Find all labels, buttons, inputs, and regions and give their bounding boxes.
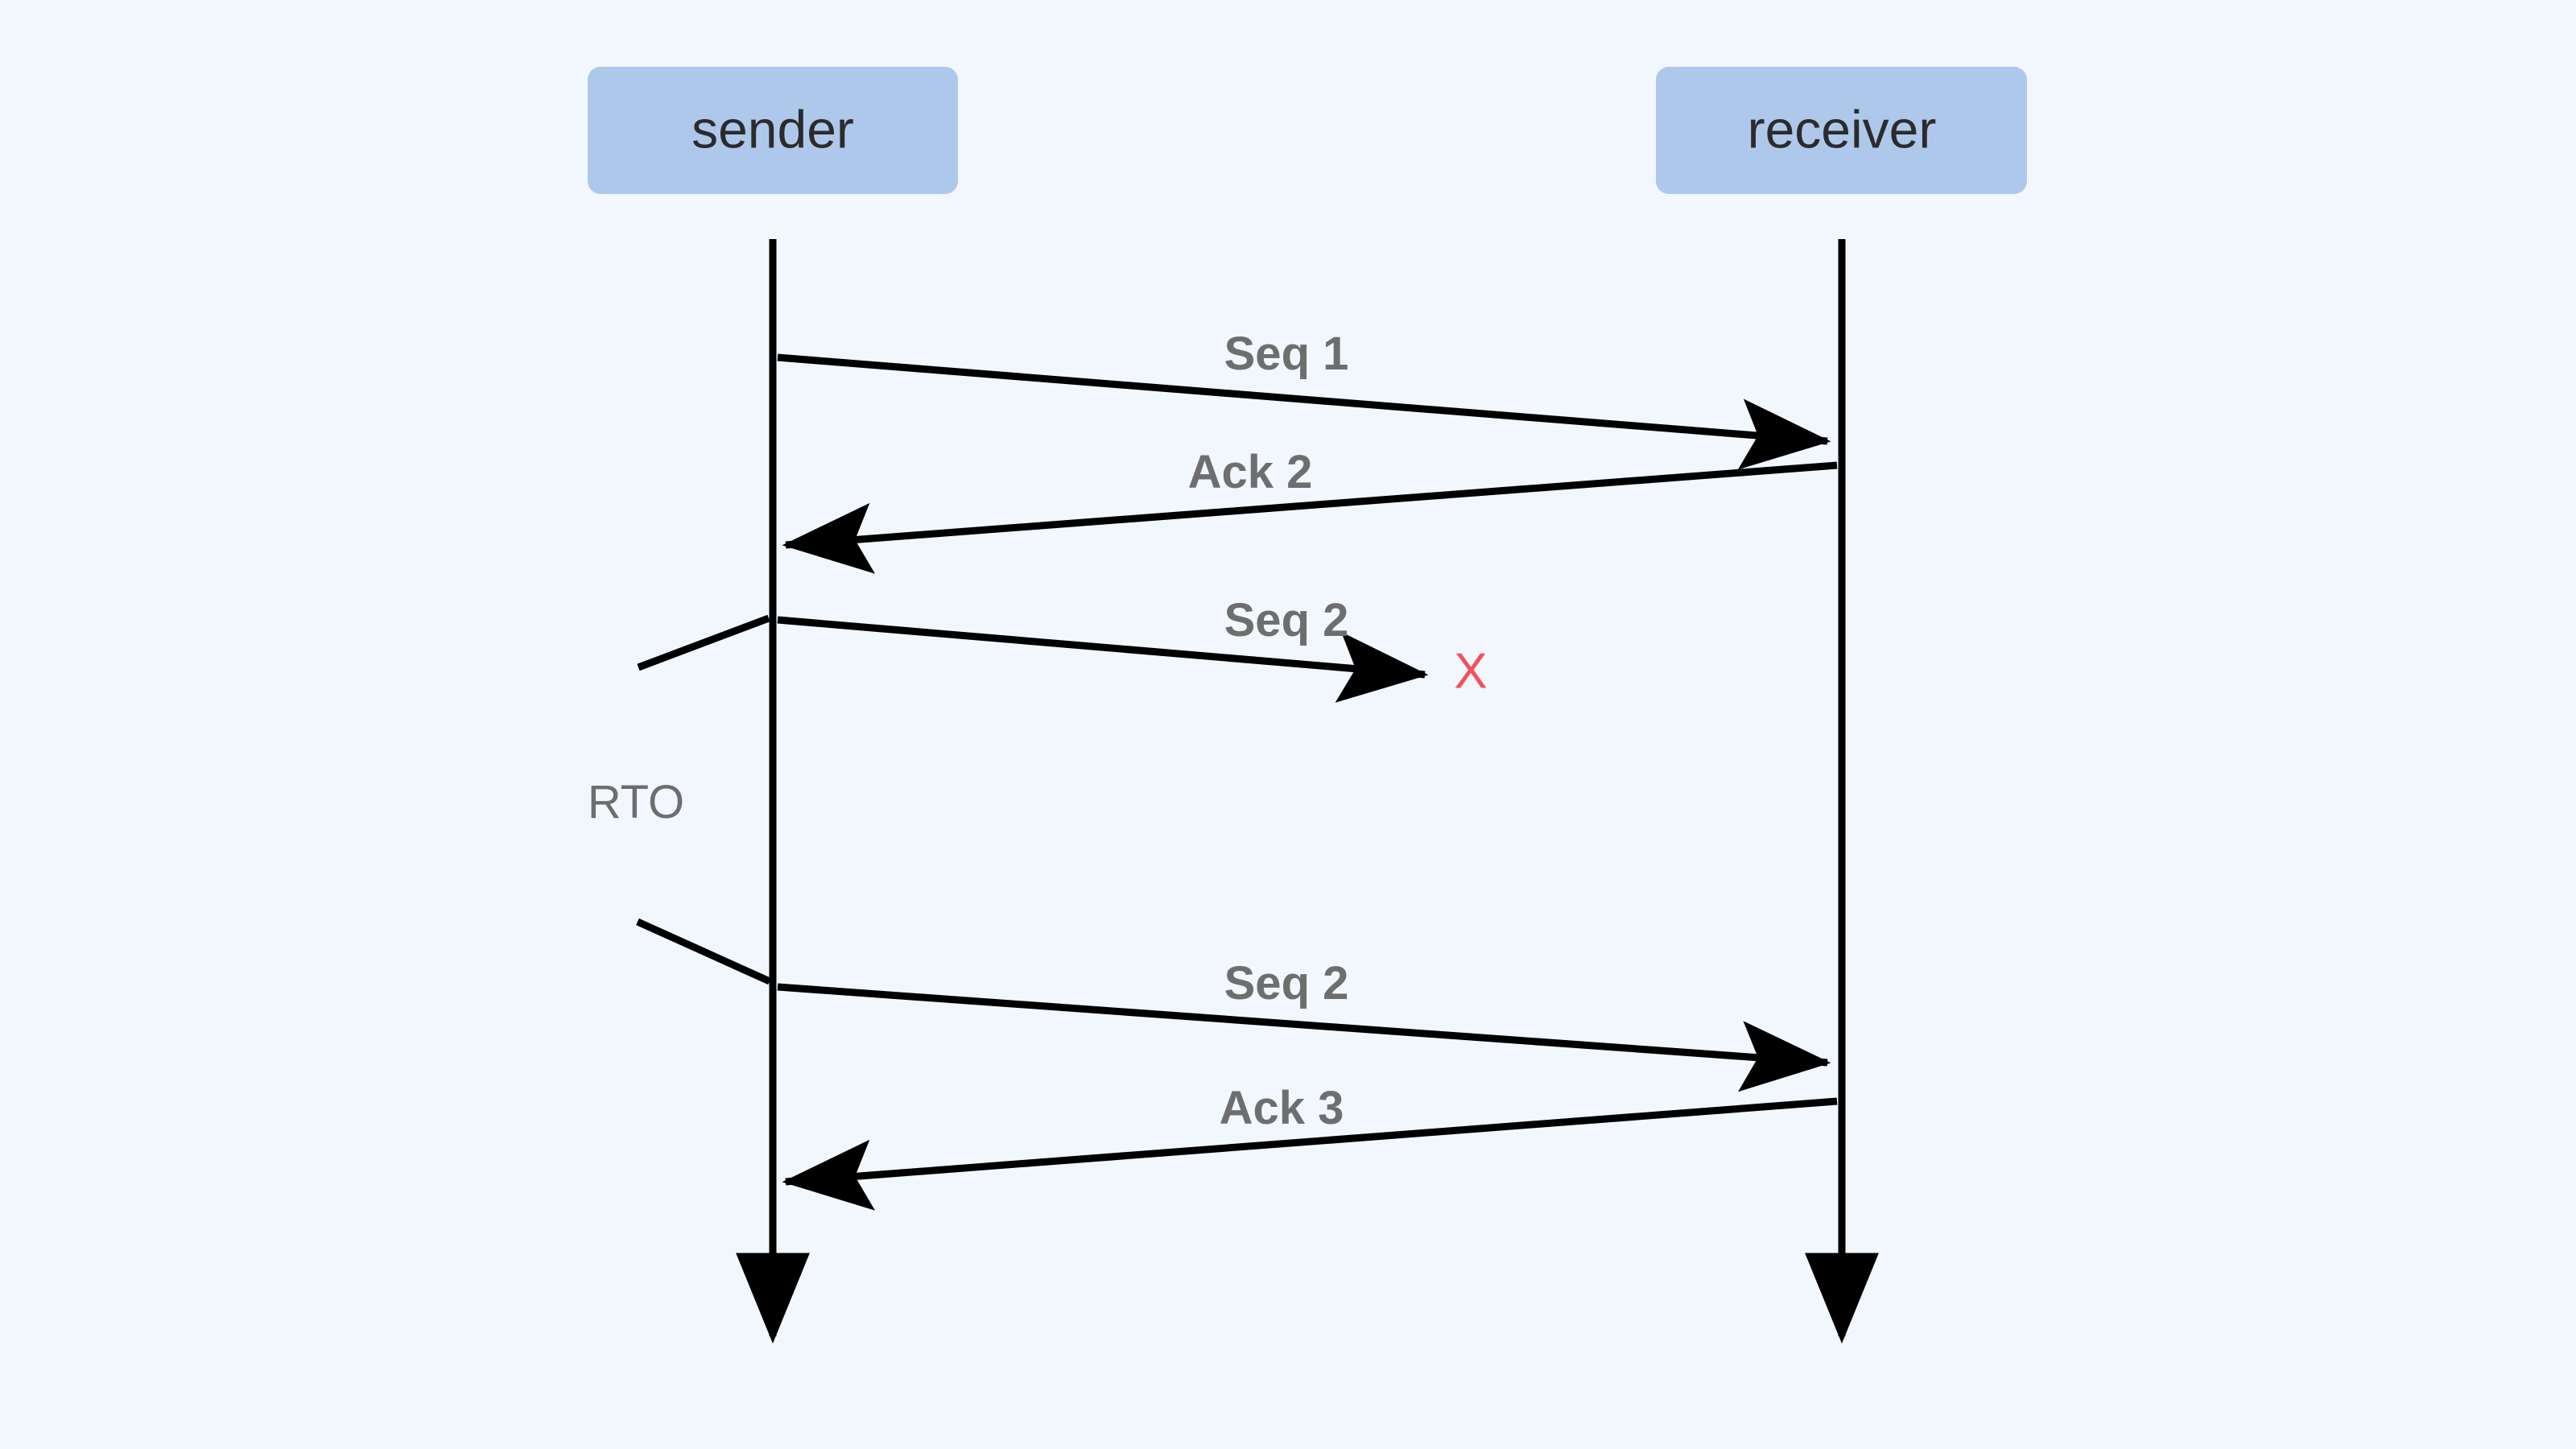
participant-box-receiver[interactable]	[1656, 67, 2027, 194]
message-arrow-ack-3	[782, 1097, 1838, 1211]
message-seq-2-retransmit[interactable]: Seq 2	[777, 957, 1831, 1092]
message-arrow-ack-2	[782, 461, 1838, 574]
message-ack-2[interactable]: Ack 2	[782, 446, 1838, 574]
message-arrow-seq-1	[777, 353, 1831, 470]
message-arrow-seq-2-lost	[777, 616, 1429, 703]
rto-tick-end	[636, 918, 771, 985]
message-ack-3[interactable]: Ack 3	[782, 1082, 1838, 1211]
participant-sender[interactable]: sender	[588, 67, 958, 194]
message-label-ack-2: Ack 2	[1188, 446, 1313, 498]
participant-label-sender: sender	[691, 99, 854, 159]
packet-lost-x-icon: X	[1454, 643, 1487, 699]
rto-tick-start	[637, 614, 770, 671]
message-label-ack-3: Ack 3	[1220, 1082, 1344, 1134]
participant-box-sender[interactable]	[588, 67, 958, 194]
message-label-seq-2-lost: Seq 2	[1224, 594, 1349, 646]
rto-timer: RTO	[588, 614, 771, 985]
message-seq-2-lost[interactable]: Seq 2 X	[777, 594, 1488, 703]
message-label-seq-1: Seq 1	[1224, 328, 1349, 380]
message-arrow-seq-2-retransmit	[777, 983, 1831, 1092]
message-label-seq-2-retransmit: Seq 2	[1224, 957, 1349, 1009]
participant-label-receiver: receiver	[1748, 99, 1937, 159]
message-seq-1[interactable]: Seq 1	[777, 328, 1831, 470]
rto-label: RTO	[588, 776, 684, 828]
participant-receiver[interactable]: receiver	[1656, 67, 2027, 194]
